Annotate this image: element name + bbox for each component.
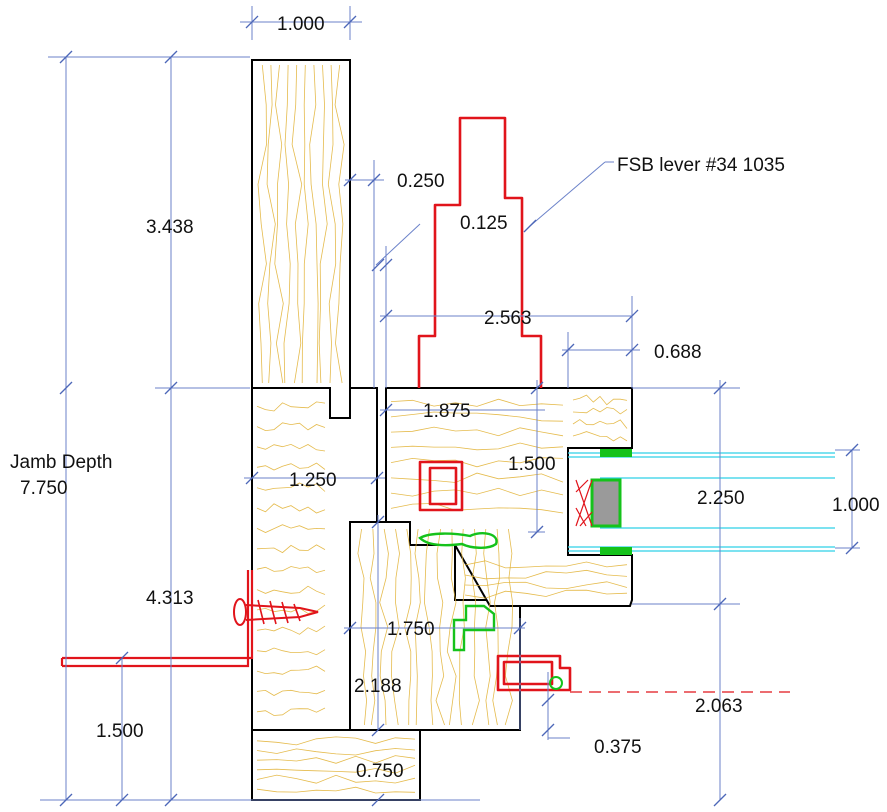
- glass-gasket-bottom: [600, 547, 632, 555]
- dim-sill-height: 2.063: [695, 696, 743, 717]
- dim-sash-height: 1.500: [508, 454, 556, 475]
- dim-upper-height: 3.438: [146, 217, 194, 238]
- dim-gap-a: 0.250: [397, 171, 445, 192]
- dim-jamb-width: 1.250: [289, 470, 337, 491]
- dim-stop-height: 2.188: [354, 676, 402, 697]
- dim-glass-thickness: 2.250: [697, 488, 745, 509]
- sealant-hatch: [575, 479, 593, 527]
- dim-lower-height: 4.313: [146, 588, 194, 609]
- dimension-labels: 1.000 3.438 0.250 0.125 FSB lever #34 10…: [10, 14, 880, 782]
- sill-gasket-bulb: [549, 676, 563, 690]
- wood-parts: [251, 59, 633, 801]
- dim-bottom-height: 1.500: [96, 721, 144, 742]
- sash-block: [385, 387, 633, 607]
- angle-bracket: [62, 570, 254, 668]
- dim-lever-offset: 0.688: [654, 342, 702, 363]
- dim-gasket-offset: 0.375: [594, 737, 642, 758]
- callout-label: FSB lever #34 1035: [617, 155, 785, 176]
- dim-sill-width: 0.750: [356, 761, 404, 782]
- dimension-lines: [40, 6, 860, 801]
- sill-gasket-track: [496, 654, 572, 692]
- screw-shank: [245, 604, 319, 621]
- glazing-unit: [568, 449, 835, 555]
- hardware: [60, 116, 790, 693]
- jamb-depth-value: 7.750: [20, 478, 68, 499]
- dim-gap-b: 0.125: [460, 213, 508, 234]
- dim-lever-span: 2.563: [484, 308, 532, 329]
- dim-sash-width: 1.875: [423, 401, 471, 422]
- glass-gasket-top: [600, 449, 632, 457]
- weatherstrip-upper: [418, 532, 498, 549]
- screw-head: [233, 598, 247, 626]
- weatherstrip: [418, 532, 498, 652]
- dim-top-width: 1.000: [277, 14, 325, 35]
- wood-grain: [256, 64, 628, 794]
- dim-glass-unit: 1.000: [832, 495, 880, 516]
- dimension-ticks: [59, 15, 859, 807]
- spacer-block: [590, 478, 622, 528]
- lock-keeper: [418, 460, 464, 512]
- jamb-depth-label: Jamb Depth: [10, 452, 112, 473]
- lever-handle: [417, 116, 543, 388]
- weatherstrip-lower: [452, 604, 496, 652]
- screw-threads: [257, 599, 301, 625]
- dim-stop-width: 1.750: [387, 619, 435, 640]
